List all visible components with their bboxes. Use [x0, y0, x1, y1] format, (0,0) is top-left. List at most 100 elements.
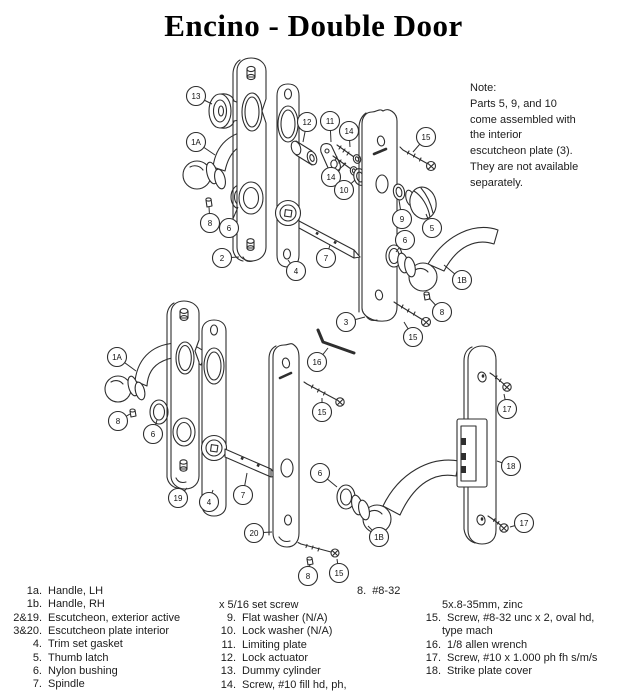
callout-17: [513, 512, 535, 534]
svg-text:4: 4: [294, 267, 299, 276]
parts-list-row: 12.Lock actuator: [214, 652, 347, 665]
thumb-latch-5-drawing: [405, 186, 437, 220]
note-line: escutcheon plate (3).: [470, 145, 573, 158]
part-number: 15.: [425, 611, 441, 624]
svg-text:12: 12: [303, 118, 312, 127]
parts-list-row: 6. Nylon bushing: [8, 665, 180, 678]
spindle-7-drawing: [298, 220, 361, 259]
part-number: 10.: [220, 625, 236, 638]
svg-text:1B: 1B: [457, 276, 467, 285]
svg-text:10: 10: [340, 186, 349, 195]
part-text: 1/8 allen wrench: [447, 638, 528, 651]
strike-plate-assembly: [456, 345, 512, 545]
svg-text:6: 6: [151, 430, 156, 439]
svg-text:7: 7: [324, 254, 329, 263]
set-screw-8-drawing: [129, 408, 137, 418]
callout-15: [311, 401, 333, 423]
callout-7: [232, 484, 254, 506]
callout-6: [394, 229, 416, 251]
screw-15-drawing: [399, 146, 437, 172]
svg-text:15: 15: [409, 333, 418, 342]
callout-9: [391, 208, 413, 230]
callout-8: [199, 212, 221, 234]
svg-text:6: 6: [403, 236, 408, 245]
parts-list-row: 2&19.Escutcheon, exterior active: [8, 612, 180, 625]
parts-list-row: 13.Dummy cylinder: [214, 665, 347, 678]
svg-text:13: 13: [192, 92, 201, 101]
interior-escutcheon-20: [268, 343, 300, 548]
parts-list-row: 18. Strike plate cover: [419, 665, 597, 678]
latch-box-drawing: [456, 418, 488, 488]
callout-18: [500, 455, 522, 477]
set-screw-8-drawing: [205, 197, 213, 208]
svg-text:18: 18: [507, 462, 516, 471]
part-text: #8-32: [372, 585, 401, 597]
callout-5: [421, 217, 443, 239]
svg-text:19: 19: [174, 494, 183, 503]
callout-4: [198, 491, 220, 513]
part-text: Handle, LH: [48, 585, 104, 597]
part-number: 18.: [425, 665, 441, 678]
lower-assembly: [104, 300, 460, 566]
svg-text:1A: 1A: [112, 353, 122, 362]
parts-list-row: 1a. Handle, LH: [8, 585, 180, 598]
part-text-continuation: type mach: [442, 625, 493, 638]
note-line: They are not available: [470, 160, 579, 173]
allen-wrench-16-drawing: [316, 328, 356, 355]
callout-1a: [185, 131, 207, 153]
lock-washer-9-drawing: [392, 183, 406, 201]
part-number: 6.: [32, 665, 42, 678]
parts-list-row: 10.Lock washer (N/A): [214, 625, 347, 638]
handle-1b-drawing: [397, 227, 499, 292]
part-text: Strike plate cover: [447, 665, 532, 678]
svg-text:14: 14: [327, 173, 336, 182]
part-text: Screw, #10 x 1.000 ph fh s/m/s: [447, 651, 598, 664]
part-text-continuation: 5x.8-35mm, zinc: [442, 598, 523, 611]
part-number: 1b.: [26, 598, 42, 611]
part-text: Nylon bushing: [48, 665, 118, 678]
screw-15-drawing: [393, 301, 432, 328]
callout-11: [319, 110, 341, 132]
svg-text:20: 20: [250, 529, 259, 538]
part-text: Lock actuator: [242, 651, 309, 664]
part-number: 2&19.: [13, 611, 42, 624]
parts-list-row: 5.Thumb latch: [8, 652, 180, 665]
screw-15-drawing: [297, 541, 340, 558]
callout-4: [285, 260, 307, 282]
svg-text:3: 3: [344, 318, 349, 327]
upper-assembly: [182, 57, 499, 328]
note-line: the interior: [470, 129, 522, 142]
callout-12: [296, 111, 318, 133]
part-number: 14.: [220, 678, 236, 691]
part-text: Thumb latch: [48, 651, 109, 664]
part-text: Trim set gasket: [48, 638, 123, 651]
part-number: 7.: [32, 678, 42, 691]
svg-text:8: 8: [440, 308, 445, 317]
note-line: Parts 5, 9, and 10: [470, 97, 557, 110]
callout-15: [415, 126, 437, 148]
parts-list-row: x 5/16 set screw: [214, 599, 347, 612]
part-number: 1a.: [26, 585, 42, 597]
callout-20: [243, 522, 265, 544]
svg-text:1B: 1B: [374, 533, 384, 542]
part-text: Dummy cylinder: [242, 665, 321, 678]
svg-text:16: 16: [313, 358, 322, 367]
svg-text:7: 7: [241, 491, 246, 500]
svg-text:6: 6: [227, 224, 232, 233]
svg-text:17: 17: [520, 519, 529, 528]
callout-8: [297, 565, 319, 587]
part-text: Screw, #8-32 unc x 2, oval hd,: [447, 611, 595, 624]
svg-text:2: 2: [220, 254, 225, 263]
svg-text:8: 8: [306, 572, 311, 581]
bushing-6-drawing: [149, 399, 169, 425]
parts-list-row: 15. Screw, #8-32 unc x 2, oval hd,: [419, 612, 597, 625]
handle-1b-drawing: [351, 459, 460, 534]
callout-6: [142, 423, 164, 445]
trim-gasket-4-drawing: [200, 319, 228, 517]
